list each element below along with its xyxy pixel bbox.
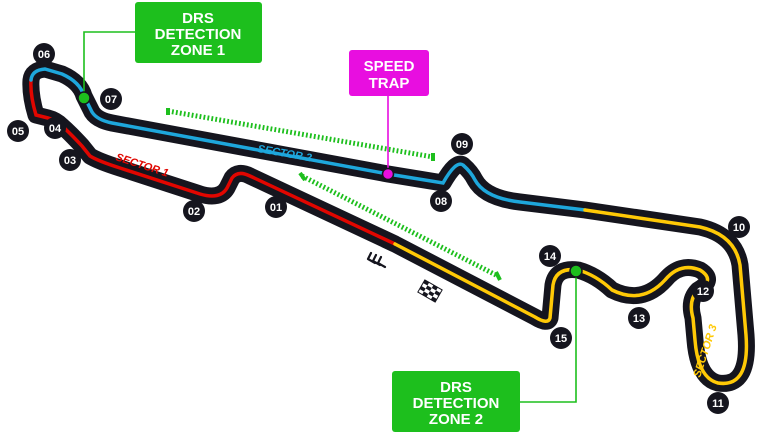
drs-zone-1-line (167, 108, 434, 160)
checkered-flag-icon (417, 279, 443, 303)
turn-02-badge: 02 (183, 200, 205, 222)
svg-text:01: 01 (270, 202, 282, 214)
turn-15-badge: 15 (550, 327, 572, 349)
drs-detection-1-marker (77, 31, 135, 105)
drs-detection-zone-2-box: DRS DETECTION ZONE 2 (392, 371, 520, 432)
drs-zone-2-line1: DRS (440, 379, 472, 396)
turn-04-badge: 04 (44, 117, 66, 139)
turn-10-badge: 10 (728, 216, 750, 238)
drs-zone-1-line1: DRS (182, 10, 214, 27)
svg-text:02: 02 (188, 206, 200, 218)
svg-text:14: 14 (544, 251, 557, 263)
svg-text:07: 07 (105, 94, 117, 106)
turn-09-badge: 09 (451, 133, 473, 155)
drs-detection-zone-1-box: DRS DETECTION ZONE 1 (135, 2, 262, 63)
svg-text:08: 08 (435, 196, 447, 208)
turn-13-badge: 13 (628, 307, 650, 329)
speed-trap-line2: TRAP (369, 75, 410, 92)
drs-zone-2-line2: DETECTION (413, 395, 500, 412)
chevron-arrows-icon (366, 251, 387, 269)
svg-text:05: 05 (12, 126, 24, 138)
turn-14-badge: 14 (539, 245, 561, 267)
sector-2-line (29, 67, 587, 212)
speed-trap-line1: SPEED (364, 58, 415, 75)
svg-text:06: 06 (38, 49, 50, 61)
sector-3-line (393, 208, 749, 386)
svg-text:11: 11 (712, 398, 724, 410)
turn-08-badge: 08 (430, 190, 452, 212)
turn-07-badge: 07 (100, 88, 122, 110)
svg-text:09: 09 (456, 139, 468, 151)
svg-text:03: 03 (64, 155, 76, 167)
sector-1-line (29, 78, 397, 246)
drs-zone-1-line2: DETECTION (155, 26, 242, 43)
speed-trap-marker (381, 96, 395, 181)
drs-zone-2-line3: ZONE 2 (429, 411, 483, 428)
turn-06-badge: 06 (33, 43, 55, 65)
drs-detection-2-marker (520, 264, 583, 403)
svg-text:04: 04 (49, 123, 62, 135)
drs-zone-1-line3: ZONE 1 (171, 42, 225, 59)
speed-trap-box: SPEED TRAP (349, 50, 429, 96)
svg-text:12: 12 (697, 286, 709, 298)
svg-text:15: 15 (555, 333, 567, 345)
turn-03-badge: 03 (59, 149, 81, 171)
turn-01-badge: 01 (265, 196, 287, 218)
svg-text:13: 13 (633, 313, 645, 325)
turn-11-badge: 11 (707, 392, 729, 414)
svg-text:10: 10 (733, 222, 745, 234)
drs-zone-2-line (300, 173, 500, 279)
turn-05-badge: 05 (7, 120, 29, 142)
turn-12-badge: 12 (692, 280, 714, 302)
